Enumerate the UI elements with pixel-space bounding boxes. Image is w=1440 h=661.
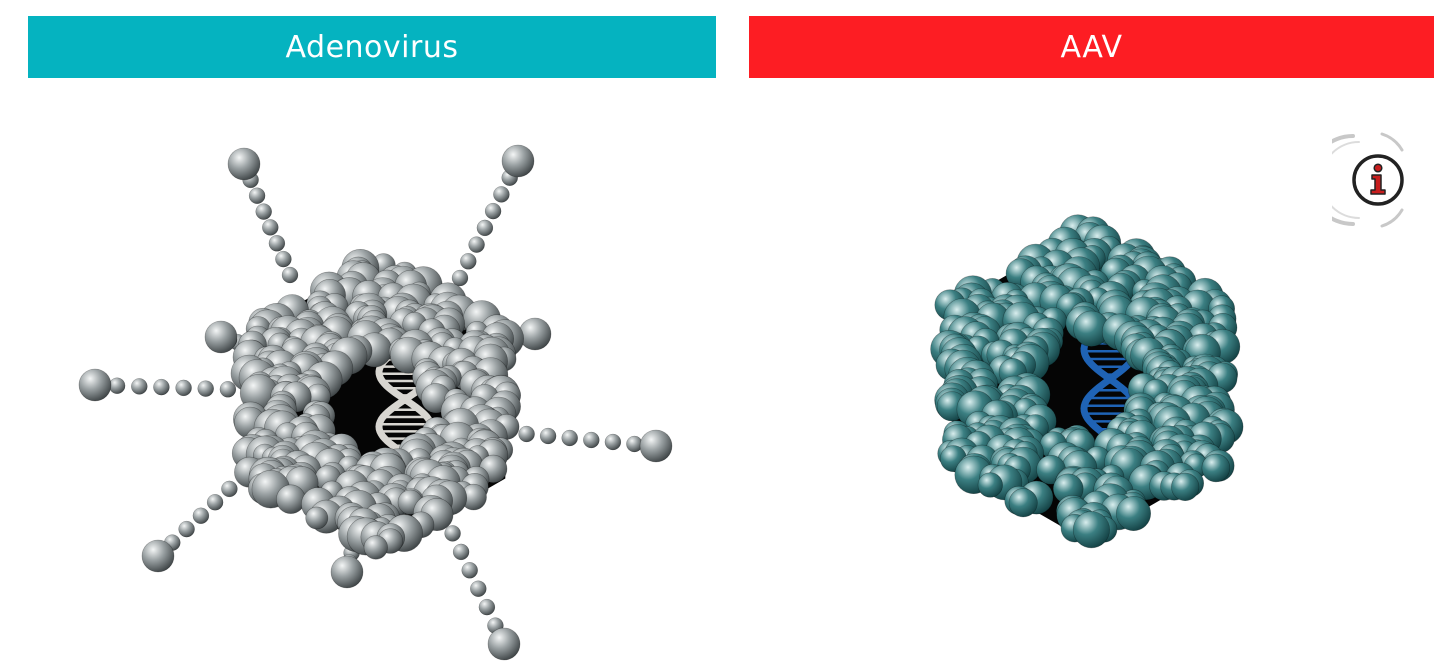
aav-illustration [931,215,1243,548]
fiber-knob [228,148,260,180]
capsid-sphere [1116,496,1150,530]
fiber-knob [79,369,111,401]
info-icon [1332,128,1410,232]
fiber [452,145,534,286]
capsid-sphere [306,507,328,529]
fiber [497,424,672,462]
capsid-sphere [978,473,1003,498]
capsid-sphere [1202,454,1230,482]
fiber-knob [205,321,237,353]
fiber-knob [331,556,363,588]
capsid-sphere [1171,473,1199,501]
capsid-sphere [364,536,388,560]
fiber-knob [142,540,174,572]
fiber-knob [488,628,520,660]
fiber [228,148,298,283]
adenovirus-illustration [79,145,672,660]
capsid-sphere [276,485,305,514]
fiber-knob [640,430,672,462]
fiber-knob [519,318,551,350]
fiber [436,507,520,660]
info-button[interactable] [1332,128,1410,232]
capsid-sphere [1073,512,1109,548]
capsid-sphere [1009,489,1037,517]
fiber-knob [502,145,534,177]
